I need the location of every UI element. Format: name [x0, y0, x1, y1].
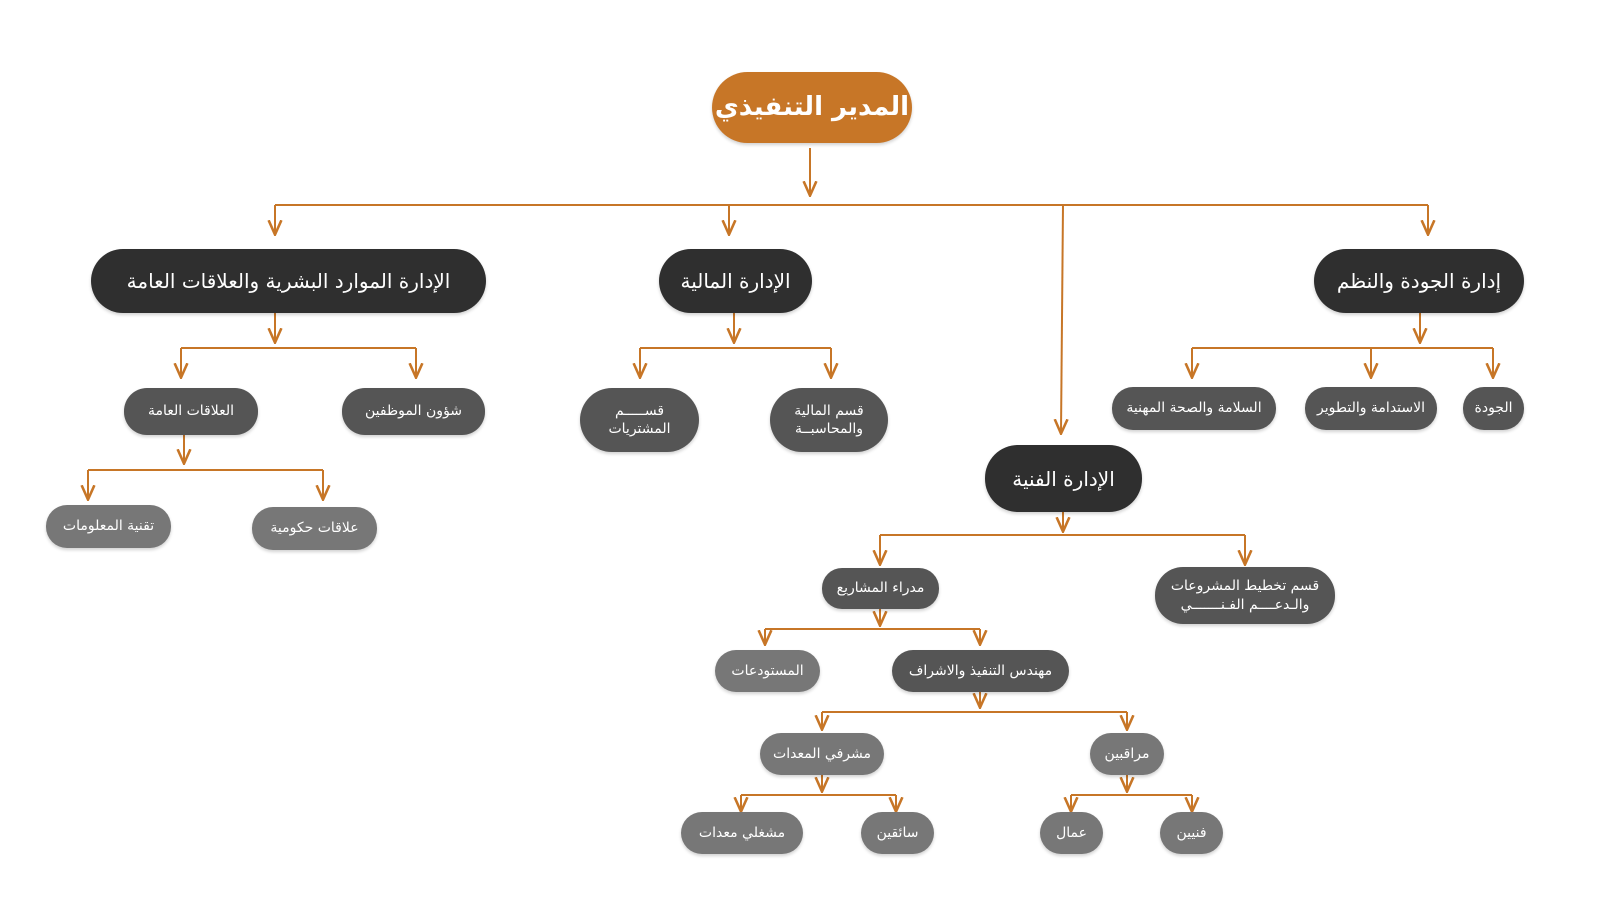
node-sustainability: الاستدامة والتطوير [1305, 387, 1437, 430]
node-label-line2: والـدعــــم الفـنـــــــي [1180, 596, 1310, 613]
node-finance-department: الإدارة المالية [659, 249, 812, 313]
node-technicians: فنيين [1160, 812, 1223, 854]
node-workers: عمال [1040, 812, 1103, 854]
node-safety-health: السلامة والصحة المهنية [1112, 387, 1276, 430]
node-government-relations: علاقات حكومية [252, 507, 377, 550]
node-warehouses: المستودعات [715, 650, 820, 692]
node-execution-engineer: مهندس التنفيذ والاشراف [892, 650, 1069, 692]
node-label: فنيين [1176, 824, 1207, 841]
node-technical-department: الإدارة الفنية [985, 445, 1142, 512]
node-equipment-operators: مشغلي معدات [681, 812, 803, 854]
node-procurement: قســـــم المشتريات [580, 388, 699, 452]
node-label: الإدارة الفنية [1012, 466, 1115, 491]
node-information-technology: تقنية المعلومات [46, 505, 171, 548]
node-label: علاقات حكومية [270, 520, 359, 537]
node-employee-affairs: شؤون الموظفين [342, 388, 485, 435]
node-label: مدراء المشاريع [836, 580, 925, 597]
node-label-line1: قسم تخطيط المشروعات [1170, 578, 1320, 595]
node-hr-department: الإدارة الموارد البشرية والعلاقات العامة [91, 249, 486, 313]
node-label: مراقبين [1104, 745, 1150, 762]
node-label: سائقين [876, 824, 919, 841]
node-label: السلامة والصحة المهنية [1126, 400, 1262, 417]
node-label: مشغلي معدات [698, 824, 786, 841]
node-label: العلاقات العامة [147, 403, 235, 420]
node-label: المدير التنفيذي [714, 91, 910, 122]
node-label: إدارة الجودة والنظم [1336, 269, 1502, 293]
node-public-relations: العلاقات العامة [124, 388, 258, 435]
node-label: المستودعات [731, 662, 804, 679]
node-label: الإدارة الموارد البشرية والعلاقات العامة [126, 269, 451, 293]
node-label: مهندس التنفيذ والاشراف [908, 662, 1053, 679]
node-label-line1: قســـــم [615, 402, 665, 419]
node-project-planning: قسم تخطيط المشروعات والـدعــــم الفـنـــ… [1155, 567, 1335, 624]
node-label: شؤون الموظفين [364, 403, 463, 420]
node-label-line1: قسم المالية [794, 402, 864, 419]
node-drivers: سائقين [861, 812, 934, 854]
node-label-line2: المشتريات [608, 421, 671, 437]
node-label: الجودة [1474, 400, 1513, 417]
node-project-managers: مدراء المشاريع [822, 568, 939, 609]
node-label: مشرفي المعدات [773, 745, 871, 762]
node-equipment-supervisor: مشرفي المعدات [760, 733, 884, 775]
node-label: الإدارة المالية [680, 269, 791, 293]
node-quality-unit: الجودة [1463, 387, 1524, 430]
node-label-line2: والمحاسبــة [795, 421, 863, 437]
node-label: تقنية المعلومات [62, 518, 155, 535]
node-label: عمال [1056, 824, 1087, 841]
node-executive-director: المدير التنفيذي [712, 72, 912, 143]
node-quality-department: إدارة الجودة والنظم [1314, 249, 1524, 313]
node-finance-accounting: قسم المالية والمحاسبــة [770, 388, 888, 452]
node-supervisors: مراقبين [1090, 733, 1164, 775]
node-label: الاستدامة والتطوير [1317, 400, 1426, 417]
